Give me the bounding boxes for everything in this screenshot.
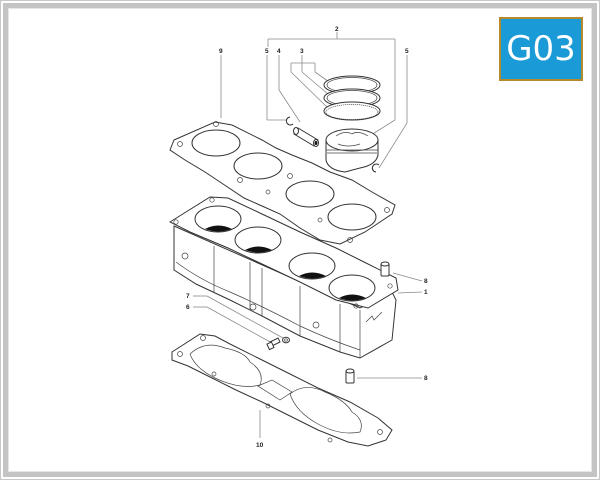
callout-8-lower: 8 [424,375,428,382]
piston [325,128,379,173]
cylinder-base-gasket [171,333,393,447]
frame-border [3,3,597,477]
bolt [266,337,281,351]
callout-5-right: 5 [405,48,409,55]
callout-4: 4 [277,48,281,55]
cylinder-head-gasket [169,121,396,245]
callout-1: 1 [424,289,428,296]
callout-3: 3 [300,48,304,55]
dowel-pin-upper [380,261,390,277]
piston-pin [293,127,319,147]
callout-10: 10 [256,442,264,449]
callout-labels: 2 9 5 4 3 5 8 1 8 7 6 10 [186,26,428,449]
piston-rings [323,75,381,121]
callout-8-upper: 8 [424,278,428,285]
callout-9: 9 [219,48,223,55]
callout-5-left: 5 [265,48,269,55]
leader-lines [193,32,423,438]
washer [282,336,290,344]
callout-6: 6 [186,304,190,311]
dowel-pin-lower [345,368,355,384]
section-code-badge: G03 [499,17,583,81]
callout-7: 7 [186,293,190,300]
circlip-right [371,163,380,173]
cylinder-block [168,196,399,359]
circlip-left [285,116,294,126]
callout-2: 2 [335,26,339,33]
